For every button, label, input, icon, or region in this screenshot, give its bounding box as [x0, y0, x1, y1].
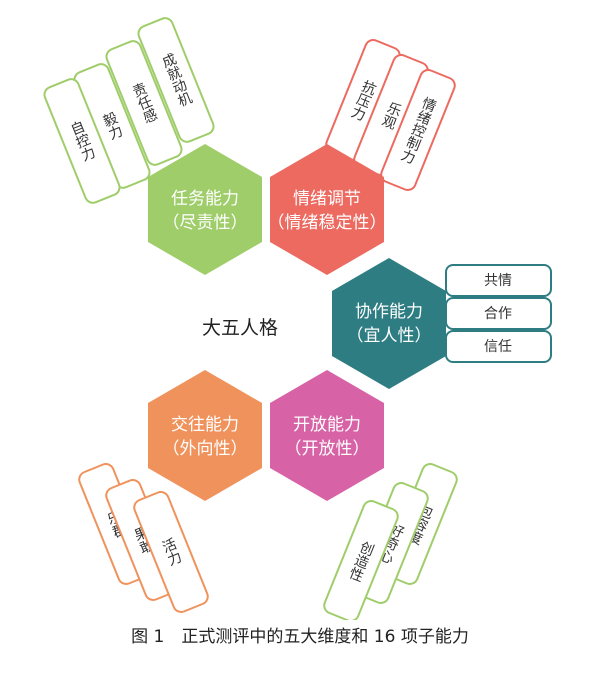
coop-name: 协作能力 [355, 302, 423, 322]
open-hexagon [270, 370, 384, 501]
social-name: 交往能力 [171, 415, 239, 435]
dimension-open: 包容度 好奇心 创造性 开放能力 （开放性） [270, 370, 458, 620]
emotion-name: 情绪调节 [293, 189, 361, 209]
coop-trait: （宜人性） [347, 326, 432, 346]
emotion-hexagon [270, 144, 384, 275]
coop-cards: 共情 合作 信任 [445, 264, 552, 363]
social-cards: 乐群 果敢 活力 [78, 463, 209, 613]
task-cards: 成就动机 责任感 毅力 自控力 [43, 17, 215, 204]
task-card-2 [105, 40, 183, 166]
coop-card-1 [445, 264, 552, 297]
open-cards: 包容度 好奇心 创造性 [323, 463, 458, 620]
dimension-emotion: 抗压力 乐观 情绪控制力 情绪调节 （情绪稳定性） [268, 39, 456, 275]
social-hexagon [148, 370, 262, 501]
dimension-task: 成就动机 责任感 毅力 自控力 任务能力 （尽责性） [43, 17, 262, 275]
task-card-4 [43, 78, 121, 204]
coop-item-2: 合作 [484, 306, 512, 322]
dimension-social: 乐群 果敢 活力 交往能力 （外向性） [78, 370, 262, 613]
center-label: 大五人格 [202, 317, 278, 339]
coop-item-3: 信任 [484, 339, 512, 355]
dimension-coop: 共情 合作 信任 协作能力 （宜人性） [332, 258, 552, 389]
task-hexagon [148, 144, 262, 275]
emotion-card-3 [380, 69, 456, 191]
emotion-trait: （情绪稳定性） [268, 213, 387, 233]
task-trait: （尽责性） [163, 213, 248, 233]
task-name: 任务能力 [171, 189, 239, 209]
task-card-1 [137, 17, 215, 143]
figure-caption: 图 1 正式测评中的五大维度和 16 项子能力 [131, 627, 469, 647]
emotion-cards: 抗压力 乐观 情绪控制力 [325, 39, 456, 191]
open-name: 开放能力 [293, 415, 361, 435]
social-trait: （外向性） [163, 439, 248, 459]
coop-item-1: 共情 [484, 273, 512, 289]
open-card-3 [323, 500, 399, 620]
open-trait: （开放性） [285, 439, 370, 459]
coop-hexagon [332, 258, 446, 389]
diagram-svg: 大五人格 成就动机 责任感 毅力 自控力 [43, 17, 552, 620]
social-card-3 [133, 491, 209, 613]
